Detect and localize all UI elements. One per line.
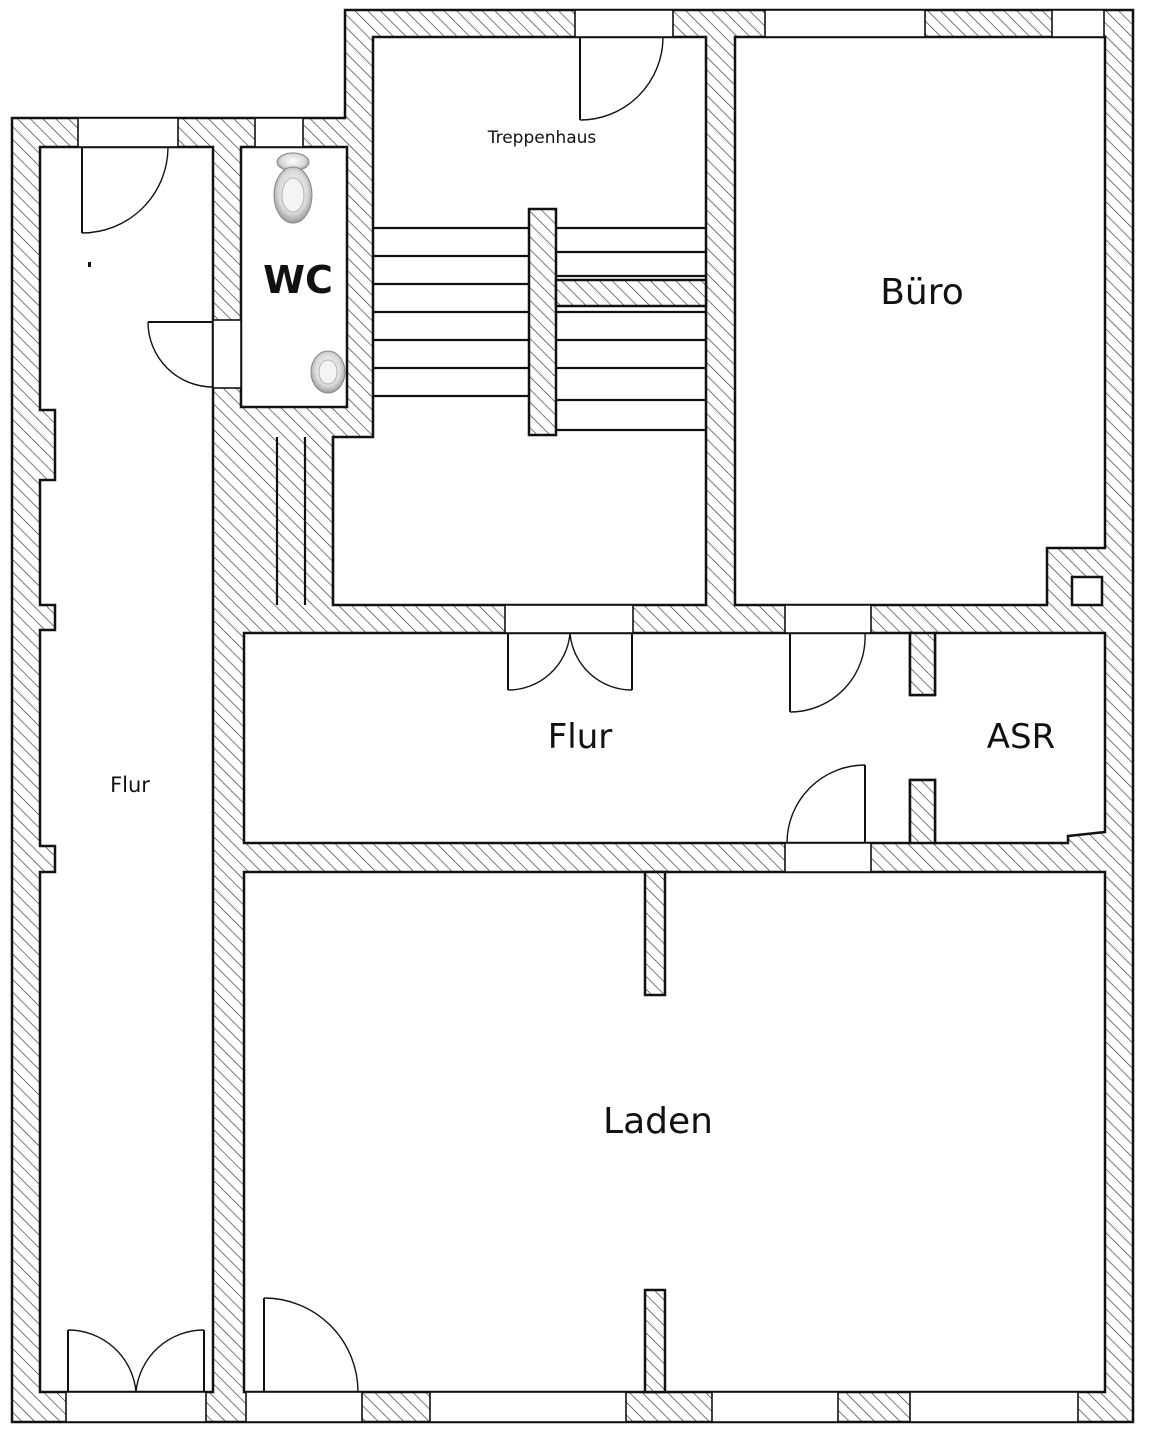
room-flur-main — [242, 631, 1107, 845]
door-entrance-double — [67, 1329, 205, 1393]
stairs-upper-right — [556, 226, 706, 278]
label-asr: ASR — [987, 717, 1055, 757]
laden-stub-bottom — [643, 1288, 667, 1394]
label-flur-main: Flur — [548, 717, 613, 757]
door-laden-entrance — [263, 1297, 359, 1393]
flur-asr-stub-bottom — [908, 778, 937, 845]
door-flur-left-top — [81, 146, 169, 234]
room-buero — [733, 35, 1107, 607]
shaft — [1070, 575, 1104, 607]
door-flur-double — [507, 632, 633, 691]
sink-icon — [310, 350, 346, 394]
door-laden-top — [786, 764, 866, 844]
stair-center-wall — [527, 207, 558, 437]
stairs-bottom-vertical — [275, 437, 335, 605]
label-buero: Büro — [880, 272, 964, 313]
door-buero — [789, 632, 866, 713]
corridor-mark — [88, 262, 91, 267]
room-laden — [242, 870, 1107, 1394]
label-laden: Laden — [603, 1101, 713, 1142]
flur-asr-stub-top — [908, 631, 937, 697]
label-wc: WC — [263, 258, 333, 302]
stairs-left-flight — [373, 226, 529, 398]
toilet-icon — [273, 152, 313, 224]
windows — [65, 9, 1105, 1423]
stairs-lower-right — [556, 310, 706, 432]
room-flur-left — [38, 145, 215, 1394]
door-wc — [147, 321, 214, 388]
door-treppenhaus — [579, 36, 664, 121]
room-treppenhaus — [331, 35, 708, 607]
stair-landing-wall — [554, 278, 708, 308]
label-flur-left: Flur — [110, 773, 150, 797]
laden-stub-top — [643, 870, 667, 997]
label-treppenhaus: Treppenhaus — [487, 128, 597, 148]
